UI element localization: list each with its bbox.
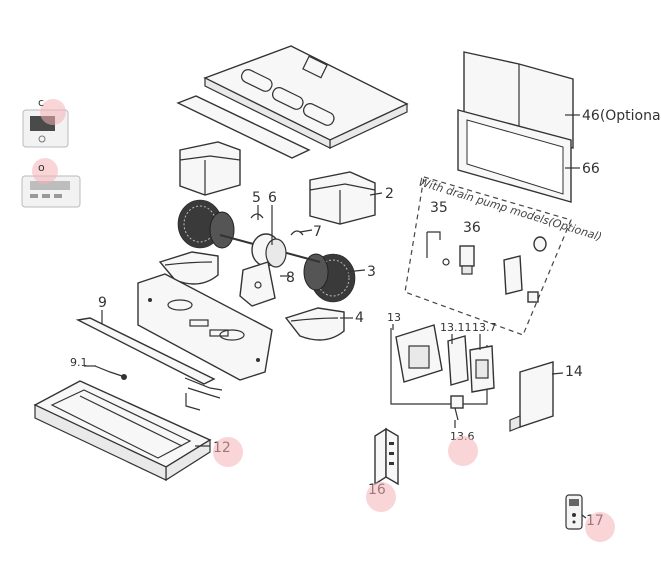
callout-14: 14: [565, 364, 583, 380]
callout-46-optional: 46(Optional): [582, 108, 661, 124]
evaporator-fittings: [184, 377, 223, 411]
drain-pan: [33, 380, 212, 482]
callout-7: 7: [313, 224, 322, 240]
fan-wheel-left: [177, 199, 235, 249]
hotspot-marker[interactable]: [32, 158, 58, 184]
volute-bottom-right: [284, 307, 345, 341]
fan-motor: [251, 233, 287, 268]
hotspot-marker-13-6[interactable]: [448, 436, 478, 466]
callout-2: 2: [385, 186, 394, 202]
control-board: [447, 335, 469, 386]
callout-5: 5: [252, 190, 261, 206]
callout-13: 13: [387, 311, 401, 324]
callout-9: 9: [98, 295, 107, 311]
hotspot-marker-12[interactable]: [213, 437, 243, 467]
motor-clips: [250, 213, 304, 236]
hotspot-markers: [213, 436, 615, 542]
side-bracket: [509, 361, 554, 432]
fan-panel: [137, 273, 273, 381]
hotspot-marker[interactable]: [40, 99, 66, 125]
controller-2-badge: o: [38, 161, 45, 174]
sensor-wire: [94, 365, 127, 380]
volute-bottom-left: [158, 251, 219, 285]
hotspot-marker-17[interactable]: [585, 512, 615, 542]
wired-controller-1[interactable]: c: [22, 96, 69, 148]
leader-lines: [84, 114, 587, 519]
callout-9-1: 9.1: [70, 356, 88, 369]
callout-4: 4: [355, 310, 364, 326]
controller-1-badge: c: [38, 96, 44, 109]
wired-controller-2[interactable]: o: [21, 158, 81, 208]
callout-13-11: 13.11: [440, 321, 472, 334]
transformer: [450, 395, 464, 421]
callout-66: 66: [582, 161, 600, 177]
top-cover: [203, 45, 409, 149]
fan-housing-upper-left: [179, 141, 241, 196]
electric-control-box-bracket: [390, 324, 488, 405]
hotspot-marker-16[interactable]: [366, 482, 396, 512]
callout-6: 6: [268, 190, 277, 206]
callout-36: 36: [463, 220, 481, 236]
callout-13-7: 13.7: [472, 321, 497, 334]
motor-bracket: [239, 261, 276, 307]
terminal-block: [469, 345, 495, 393]
callout-3: 3: [367, 264, 376, 280]
drain-pipe: [75, 317, 216, 385]
fan-housing-upper-right: [309, 171, 376, 225]
fan-wheel-right: [303, 253, 356, 303]
top-plate: [176, 95, 311, 159]
filter-frame: [457, 109, 572, 203]
remote-controller[interactable]: [565, 494, 583, 530]
callout-8: 8: [286, 270, 295, 286]
display-board: [374, 427, 399, 486]
callout-35: 35: [430, 200, 448, 216]
